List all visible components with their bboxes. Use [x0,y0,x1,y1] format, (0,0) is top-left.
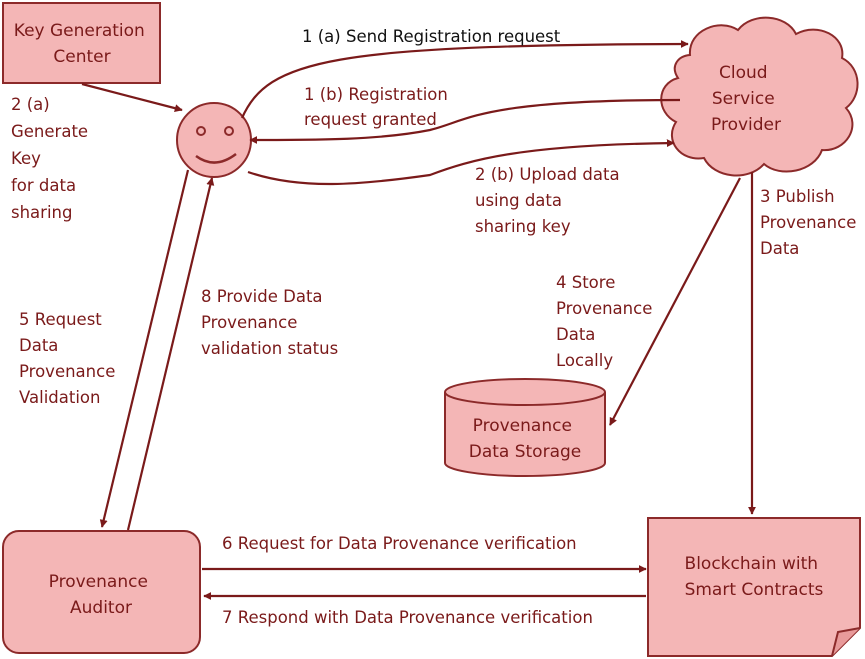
user-node [176,102,252,178]
smiley-face-icon [176,102,252,178]
edge-2b-upload-data [247,139,675,186]
edge-8-validation-status [126,177,215,531]
label-5: 5 Request Data Provenance Validation [19,310,121,407]
storage-line-2: Data Storage [469,442,582,462]
svg-text:Key Generation Center: Key Generation Center [14,21,150,67]
svg-text:Provenance Auditor: Provenance Auditor [49,572,154,618]
edge-5-request-validation [99,169,190,528]
label-1b: 1 (b) Registration request granted [304,85,453,129]
smiley-mouth [195,152,237,164]
svg-text:Blockchain with Smart Co: Blockchain with Smart Contracts [685,554,824,600]
label-4: 4 Store Provenance Data Locally [556,273,658,370]
label-6: 6 Request for Data Provenance verificati… [222,534,577,553]
label-2b: 2 (b) Upload data using data sharing key [475,165,625,236]
key-generation-center-node: Key Generation Center [2,2,161,84]
svg-text:Cloud Service Prov: Cloud Service Provider [711,63,781,135]
edge-4-store-locally [609,177,741,426]
edge-2a-generate-key [81,82,183,113]
blockchain-line-1: Blockchain with [685,554,819,574]
blockchain-smart-contracts-node: Blockchain with Smart Contracts [647,517,861,657]
label-3: 3 Publish Provenance Data [760,187,862,258]
csp-line-1: Cloud [719,63,768,83]
kgc-line-1: Key Generation [14,21,145,41]
blockchain-line-2: Smart Contracts [685,580,824,600]
kgc-line-2: Center [53,47,110,67]
csp-line-2: Service [712,89,775,109]
smiley-left-eye [196,126,206,136]
smiley-right-eye [224,126,234,136]
auditor-line-1: Provenance [49,572,148,592]
auditor-line-2: Auditor [70,598,132,618]
label-8: 8 Provide Data Provenance validation sta… [201,287,338,358]
edge-1a-registration-request [240,40,689,119]
label-2a: 2 (a) Generate Key for data sharing [11,95,93,222]
label-1a: 1 (a) Send Registration request [302,27,561,46]
provenance-data-storage-node: Provenance Data Storage [444,378,606,477]
edge-1b-registration-granted [249,98,681,144]
svg-text:Provenance Data Storage: Provenance Data Storage [469,416,582,462]
label-7: 7 Respond with Data Provenance verificat… [222,608,593,627]
cloud-service-provider-node: Cloud Service Provider [660,16,859,177]
csp-line-3: Provider [711,115,781,135]
storage-line-1: Provenance [473,416,572,436]
provenance-auditor-node: Provenance Auditor [2,530,201,654]
cloud-icon [660,16,859,177]
